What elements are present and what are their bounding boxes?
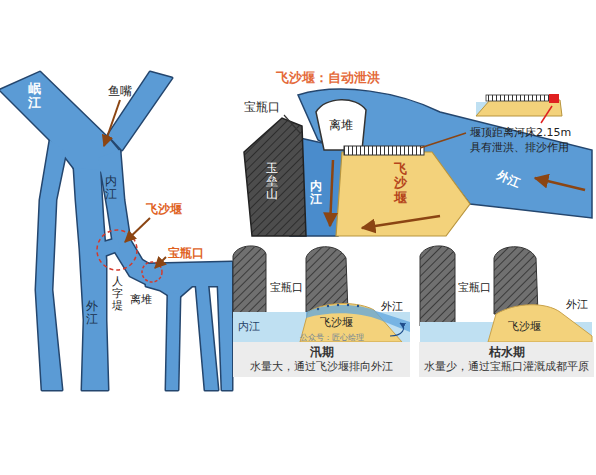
river-name: 外江 (86, 300, 98, 326)
callout-label: 宝瓶口 (168, 246, 204, 260)
place-label: 宝瓶口 (458, 281, 491, 294)
rock (233, 246, 266, 318)
caption-heading: 枯水期 (489, 345, 525, 360)
weir-label: 飞沙堰 (320, 316, 353, 329)
weir (344, 146, 424, 155)
mountain-name: 玉垒山 (266, 162, 278, 202)
swirl-arrow (390, 323, 404, 336)
caption-heading: 汛期 (310, 345, 334, 360)
place-label: 人字堤 (112, 276, 123, 312)
weir-label: 飞沙堰 (394, 162, 407, 205)
flow-arrow (535, 178, 585, 190)
dimension-note: 堰顶距离河床2.15m (470, 126, 571, 139)
river-outline (0, 72, 232, 390)
river-map (0, 72, 232, 390)
caption-box: 汛期水量大，通过飞沙堰排向外江 (233, 342, 410, 377)
weir-label: 飞沙堰 (508, 320, 541, 333)
sandbar (336, 152, 470, 236)
river-name: 外江 (381, 300, 403, 313)
river-name: 内江 (238, 320, 260, 333)
leader-line (420, 133, 466, 148)
callout-label: 飞沙堰 (146, 202, 182, 216)
place-label: 宝瓶口 (244, 100, 280, 114)
place-label: 鱼嘴 (108, 84, 132, 98)
rock (420, 246, 455, 326)
river-name: 岷江 (28, 82, 41, 111)
rock (494, 247, 538, 314)
river-name: 内江 (105, 175, 117, 201)
caption-text: 水量少，通过宝瓶口灌溉成都平原 (424, 360, 589, 374)
panel-title: 飞沙堰：自动泄洪 (276, 70, 380, 86)
mountain (244, 118, 306, 236)
inset-weir-top (486, 95, 550, 101)
caption-box: 枯水期水量少，通过宝瓶口灌溉成都平原 (419, 342, 594, 377)
flow-dots (317, 304, 359, 310)
function-note: 具有泄洪、排沙作用 (470, 141, 569, 154)
place-label: 宝瓶口 (270, 281, 303, 294)
caption-text: 水量大，通过飞沙堰排向外江 (250, 360, 393, 374)
leader-line (284, 115, 300, 133)
leader-line (541, 106, 552, 123)
flow-arrow (362, 216, 440, 228)
flow-arrow (330, 160, 333, 226)
rock-island (316, 100, 366, 150)
river-name: 外江 (566, 298, 588, 311)
leader-arrow (104, 100, 120, 146)
inset-gate (549, 94, 559, 103)
leader-arrow (155, 257, 166, 268)
rock (306, 247, 348, 312)
place-label: 离堆 (329, 118, 353, 132)
river-name: 内江 (310, 180, 322, 206)
leader-arrow (125, 218, 150, 242)
place-label: 离堆 (130, 293, 152, 306)
